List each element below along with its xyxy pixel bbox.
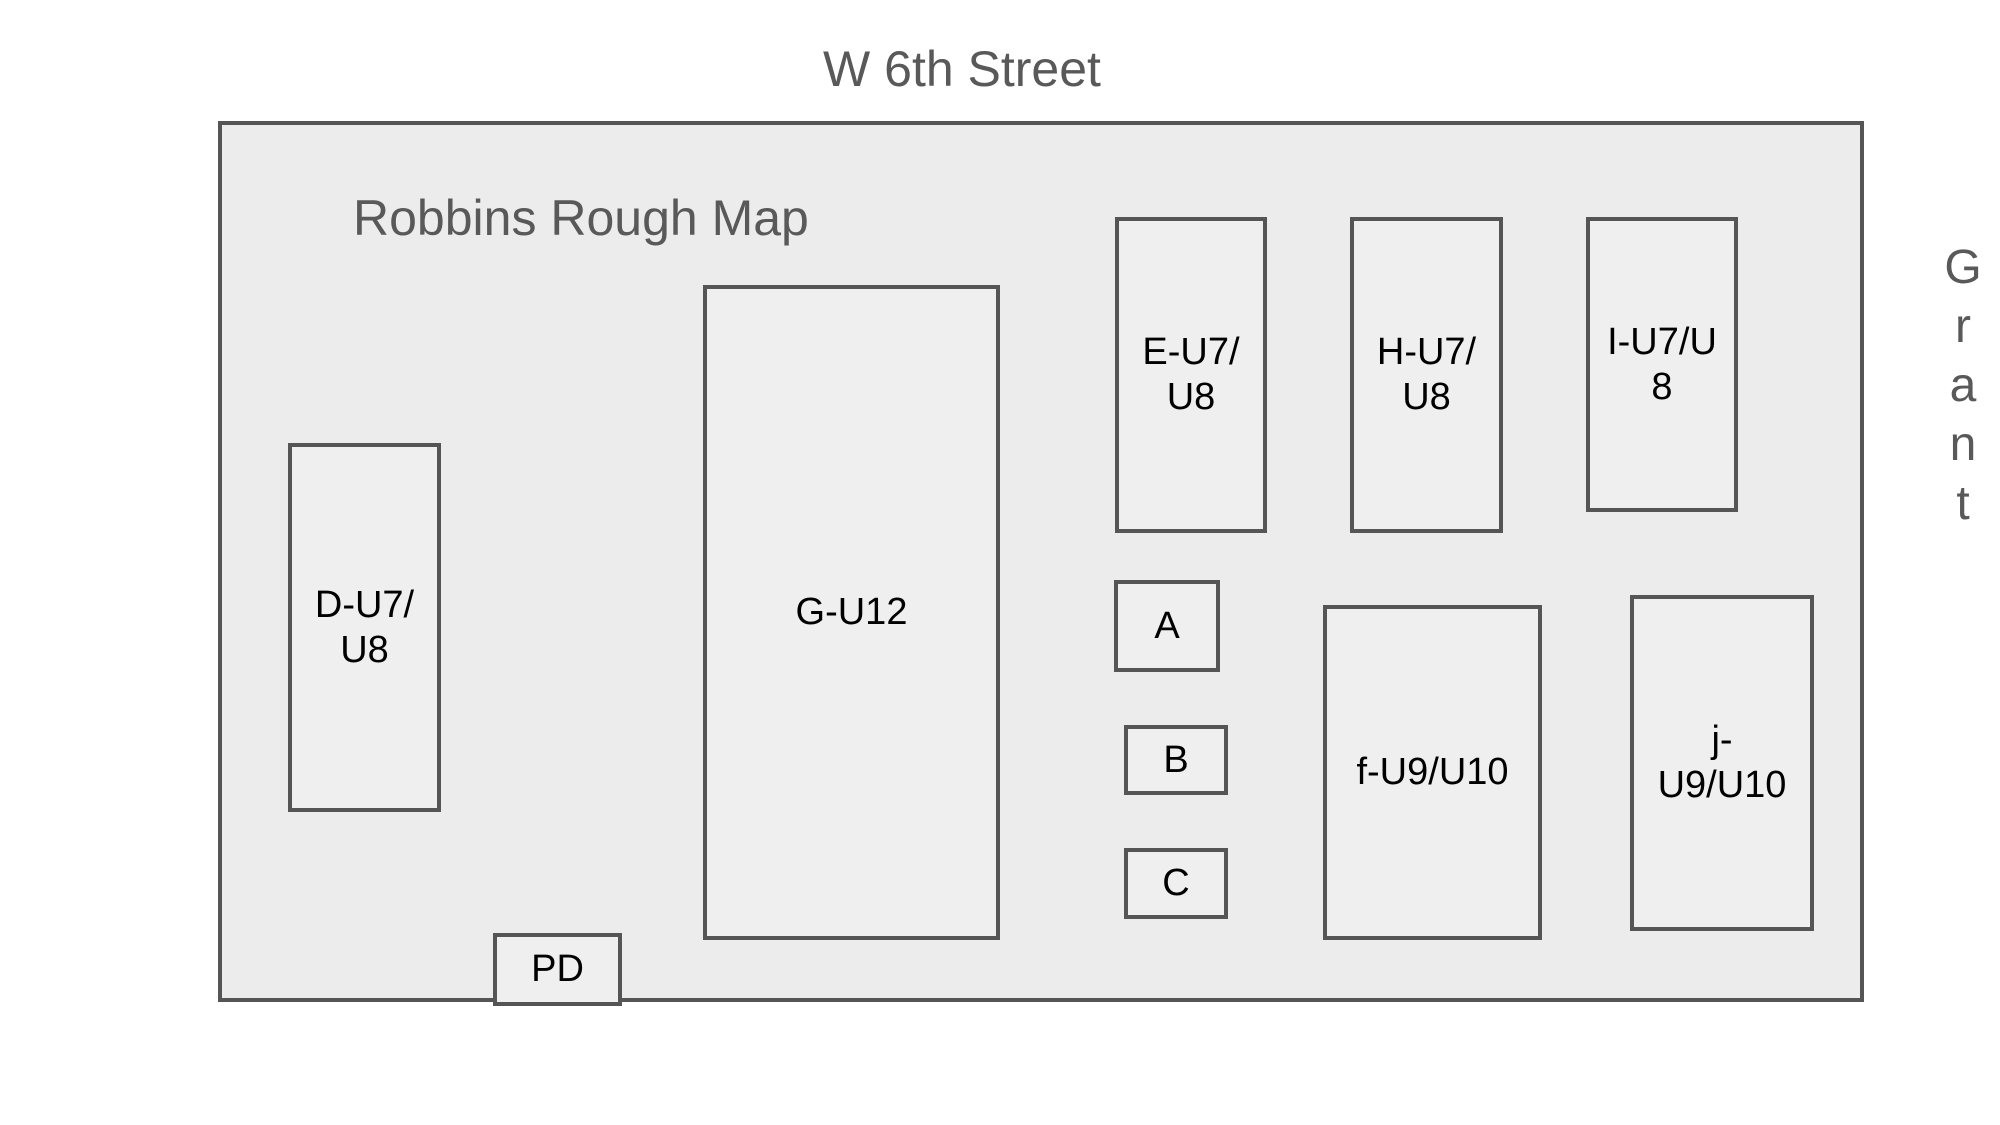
street-label-w-6th: W 6th Street [823,41,1101,97]
block-c: C [1124,848,1228,919]
grant-letter: r [1955,300,1971,353]
block-i-label: 8 [1651,365,1673,408]
block-j-label: j- [1711,719,1733,761]
block-pd-label: PD [531,948,584,990]
block-j-label: U9/U10 [1657,764,1787,806]
block-e-label: E-U7/ [1142,331,1240,373]
street-label-grant: G r a n t [1936,238,1990,533]
block-h-label: H-U7/ [1376,331,1477,373]
block-h: H-U7/ U8 [1350,217,1503,533]
grant-letter: G [1944,241,1982,294]
block-a: A [1114,580,1220,672]
block-e-label: U8 [1166,376,1216,418]
block-h-label: U8 [1402,376,1451,418]
block-pd: PD [493,933,622,1006]
block-i: I-U7/U 8 [1586,217,1738,512]
block-b-label: B [1163,738,1189,781]
block-d-label: D-U7/ [314,583,415,626]
block-a-label: A [1154,604,1180,647]
map-title: Robbins Rough Map [353,190,809,246]
block-g: G-U12 [703,285,1000,940]
block-e: E-U7/ U8 [1115,217,1267,533]
block-d-label: U8 [340,628,389,671]
block-f: f-U9/U10 [1323,605,1542,940]
block-i-label: I-U7/U [1607,320,1717,363]
block-c-label: C [1162,862,1190,904]
block-f-label: f-U9/U10 [1356,751,1509,793]
block-g-label: G-U12 [795,591,908,633]
block-b: B [1124,725,1228,795]
block-d: D-U7/ U8 [288,443,441,812]
grant-letter: a [1949,359,1977,412]
block-j: j- U9/U10 [1630,595,1814,931]
grant-letter: t [1956,477,1970,530]
grant-letter: n [1949,418,1977,471]
